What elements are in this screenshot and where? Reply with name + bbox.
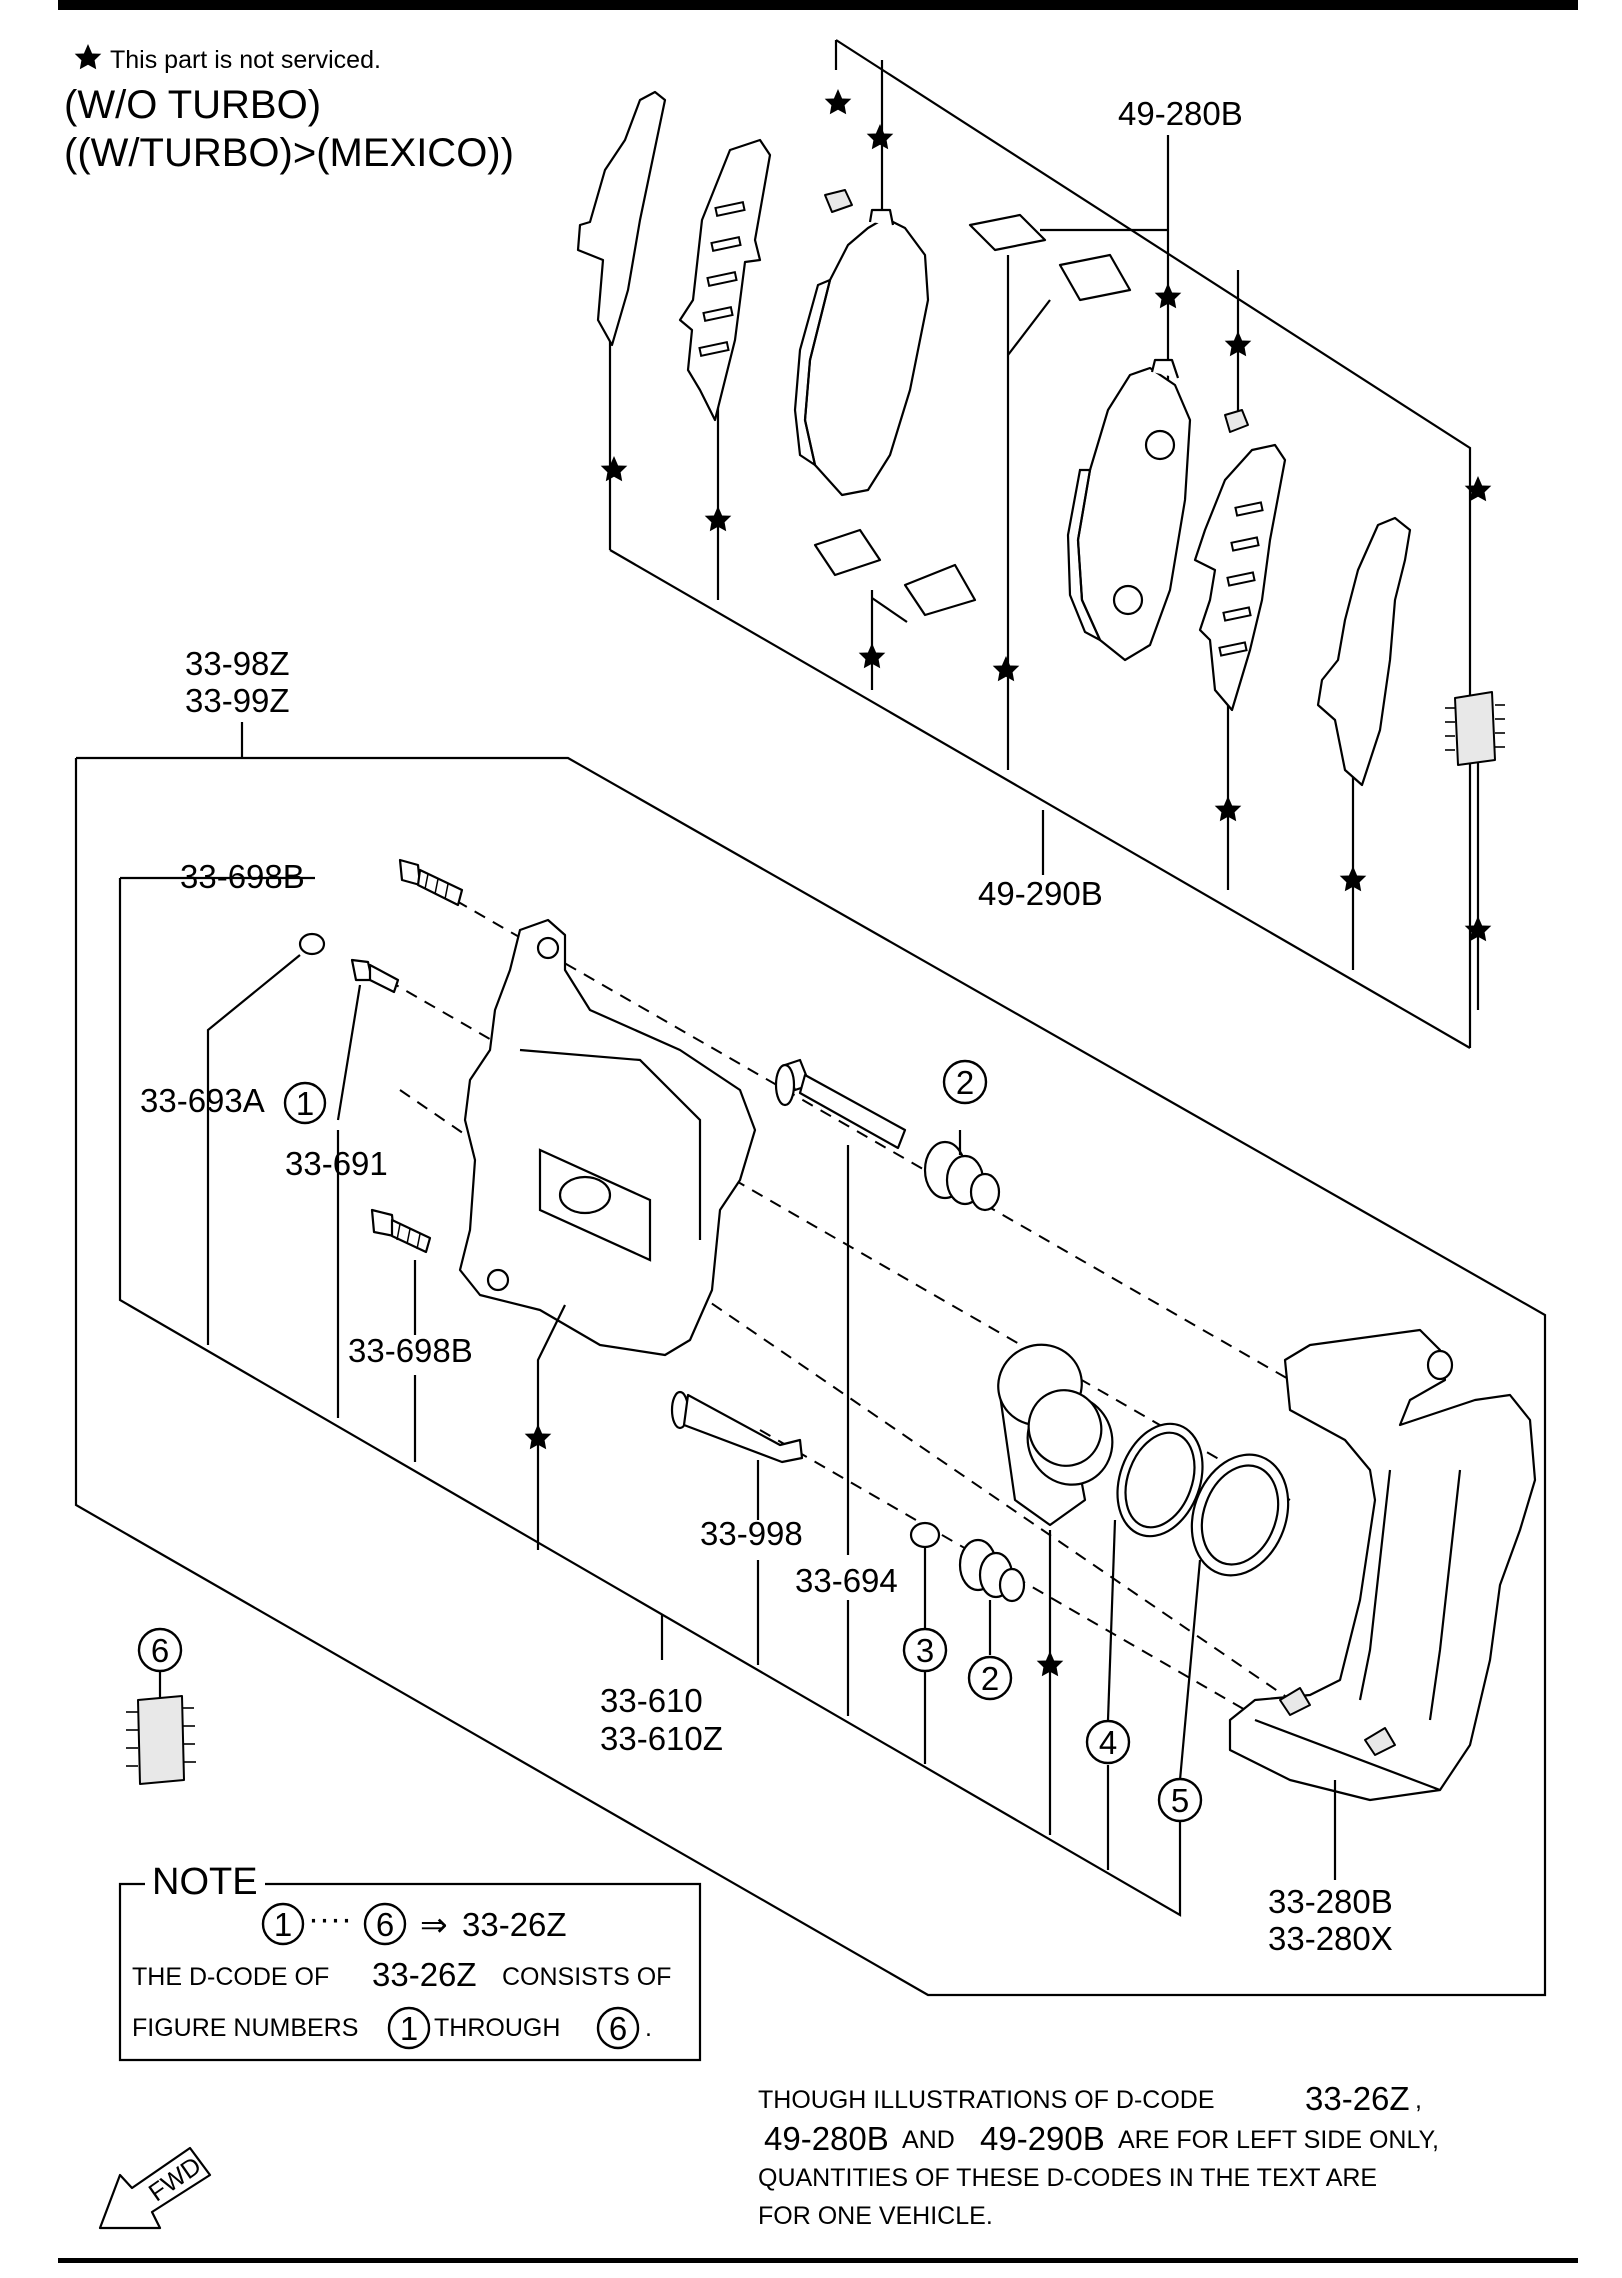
note-line2-code: 33-26Z xyxy=(372,1956,477,1993)
footnote-line2c: 49-290B xyxy=(980,2120,1105,2157)
label-33-694: 33-694 xyxy=(795,1562,898,1599)
callout-1: 1 xyxy=(283,1081,327,1125)
note-code: 33-26Z xyxy=(462,1906,567,1943)
caliper-body xyxy=(458,918,757,1357)
bolt-33-698b-top xyxy=(398,858,464,907)
svg-text:4: 4 xyxy=(1099,1724,1117,1761)
callout-4: 4 xyxy=(1085,1719,1131,1765)
bolt-33-698b-mid xyxy=(370,1208,432,1254)
part-6-group: 6 xyxy=(126,1627,196,1785)
callout-6: 6 xyxy=(151,1632,169,1669)
piston-seal-4 xyxy=(1116,1422,1204,1538)
guide-plate-upper-1 xyxy=(968,213,1047,252)
callout-5: 5 xyxy=(1157,1777,1203,1823)
label-33-698b-mid: 33-698B xyxy=(348,1332,473,1369)
guide-plate-lower-2 xyxy=(903,563,977,617)
spring-clip-right xyxy=(1454,691,1496,766)
note-title: NOTE xyxy=(152,1861,258,1903)
guide-pin-33-694 xyxy=(774,1058,907,1150)
brake-pad-left xyxy=(803,216,930,497)
note-range-to: 6 xyxy=(376,1906,394,1943)
note-line3-from: 1 xyxy=(400,2010,418,2047)
outer-shim-right xyxy=(1316,516,1412,787)
label-49-280b: 49-280B xyxy=(1118,95,1243,132)
bleeder-screw-33-691 xyxy=(350,958,400,994)
svg-text:5: 5 xyxy=(1171,1782,1189,1819)
legend-line-1: (W/O TURBO) xyxy=(64,83,321,127)
footnote-line4: FOR ONE VEHICLE. xyxy=(758,2202,993,2230)
label-33-280x: 33-280X xyxy=(1268,1920,1393,1957)
guide-plate-upper-2 xyxy=(1058,253,1132,302)
star-icon xyxy=(1464,476,1492,502)
spring-clip-6 xyxy=(137,1695,185,1785)
star-icon xyxy=(74,44,102,70)
caliper-group: 33-98Z 33-99Z 33-698B xyxy=(74,645,1547,1997)
bleeder-cap-33-693a xyxy=(298,932,326,956)
label-33-280b: 33-280B xyxy=(1268,1883,1393,1920)
svg-text:1: 1 xyxy=(296,1085,314,1122)
label-33-98z: 33-98Z xyxy=(185,645,290,682)
bushing-3 xyxy=(909,1521,941,1549)
star-legend-text: This part is not serviced. xyxy=(110,46,381,74)
footnote-line3: QUANTITIES OF THESE D-CODES IN THE TEXT … xyxy=(758,2164,1377,2192)
label-33-99z: 33-99Z xyxy=(185,682,290,719)
bottom-rule xyxy=(58,2258,1578,2263)
label-49-290b: 49-290B xyxy=(978,875,1103,912)
note-line2-prefix: THE D-CODE OF xyxy=(132,1963,329,1991)
label-33-610: 33-610 xyxy=(600,1682,703,1719)
callout-2-lower: 2 xyxy=(967,1655,1013,1701)
svg-text:2: 2 xyxy=(956,1064,974,1101)
star-icon xyxy=(992,656,1020,682)
footnote-line2b: AND xyxy=(902,2126,955,2154)
guide-pin-33-998 xyxy=(670,1390,804,1464)
note-line2-suffix: CONSISTS OF xyxy=(502,1963,671,1991)
note-line3-prefix: FIGURE NUMBERS xyxy=(132,2014,358,2042)
fwd-arrow-icon: FWD xyxy=(98,2146,212,2230)
label-33-693a: 33-693A xyxy=(140,1082,265,1119)
label-33-998: 33-998 xyxy=(700,1515,803,1552)
outer-shim-left xyxy=(576,90,667,347)
guide-plate-lower-1 xyxy=(813,528,882,577)
footnote-line2a: 49-280B xyxy=(764,2120,889,2157)
footnote-line1c: , xyxy=(1415,2086,1422,2114)
footnote-line1a: THOUGH ILLUSTRATIONS OF D-CODE xyxy=(758,2086,1215,2114)
star-icon xyxy=(866,124,894,150)
note-range-from: 1 xyxy=(274,1906,292,1943)
note-box: NOTE 1 ···· 6 ⇒ 33-26Z THE D-CODE OF 33-… xyxy=(118,1861,702,2062)
brake-pad-right xyxy=(1076,366,1192,662)
star-icon xyxy=(600,456,628,482)
footnote-line2d: ARE FOR LEFT SIDE ONLY, xyxy=(1118,2126,1439,2154)
label-33-691: 33-691 xyxy=(285,1145,388,1182)
pad-clip-right xyxy=(1224,409,1249,433)
legend-line-2: ((W/TURBO)>(MEXICO)) xyxy=(64,131,514,175)
footnote-line1b: 33-26Z xyxy=(1305,2080,1410,2117)
caliper-bracket xyxy=(1228,1328,1537,1802)
note-line3-to: 6 xyxy=(609,2010,627,2047)
note-range-dots: ···· xyxy=(308,1900,352,1937)
note-line3-end: . xyxy=(645,2014,652,2042)
svg-text:3: 3 xyxy=(916,1632,934,1669)
label-33-610z: 33-610Z xyxy=(600,1720,723,1757)
note-arrow: ⇒ xyxy=(420,1906,448,1943)
callout-2-upper: 2 xyxy=(942,1059,988,1105)
callout-3: 3 xyxy=(902,1627,948,1673)
top-rule xyxy=(58,0,1578,10)
note-line3-mid: THROUGH xyxy=(434,2014,560,2042)
pad-clip-top xyxy=(824,189,853,213)
footnote: THOUGH ILLUSTRATIONS OF D-CODE 33-26Z , … xyxy=(758,2080,1439,2230)
piston-4 xyxy=(997,1343,1114,1527)
svg-text:2: 2 xyxy=(981,1660,999,1697)
boot-2-upper xyxy=(923,1140,1001,1212)
dust-boot-5 xyxy=(1190,1453,1290,1577)
star-icon xyxy=(824,89,852,115)
pad-kit-group: 49-280B 49-290B xyxy=(576,39,1505,1049)
boot-2-lower xyxy=(958,1538,1026,1603)
label-33-698b-top: 33-698B xyxy=(180,858,305,895)
